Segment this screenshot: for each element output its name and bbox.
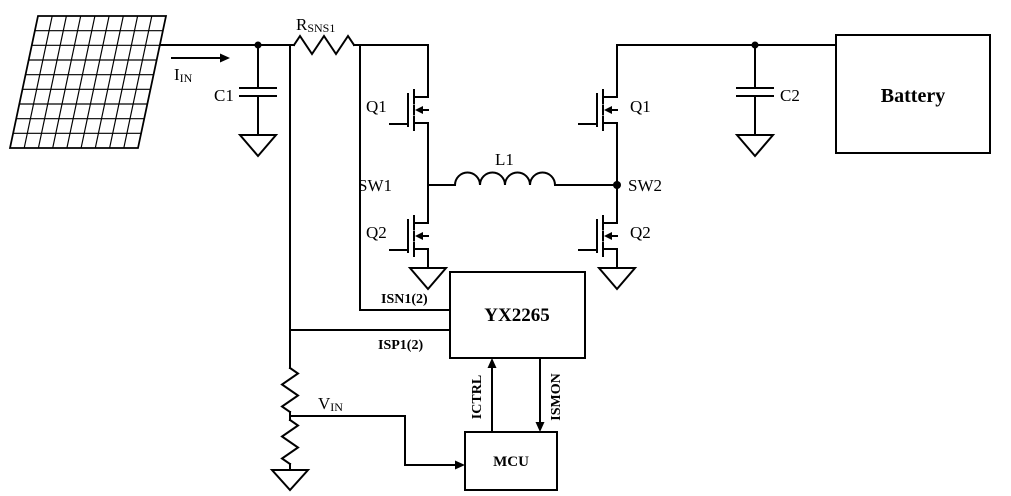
iin-label: IIN (174, 65, 193, 85)
ic-yx2265-box (449, 271, 586, 359)
c1-ground-icon (237, 134, 279, 158)
sw1-label: SW1 (358, 176, 392, 195)
mosfet-q2-right (578, 184, 618, 269)
ismon-label: ISMON (549, 373, 564, 420)
iin-arrowhead-icon (220, 53, 230, 63)
vin-arrowhead-icon (455, 460, 465, 470)
c2-capacitor (736, 44, 774, 136)
l1-inductor (453, 171, 557, 187)
q2-right-ground-icon (596, 267, 638, 291)
isp-sense-wire (289, 44, 451, 369)
ictrl-label: ICTRL (470, 375, 485, 419)
solar-panel-outline (8, 15, 168, 149)
sw2-label: SW2 (628, 176, 662, 195)
rsns1-label: RSNS1 (296, 15, 335, 35)
solar-panel-grid (12, 16, 164, 148)
c1-capacitor (239, 44, 277, 136)
vin-label: VIN (318, 394, 343, 414)
mosfet-q1-left (389, 44, 429, 186)
q1-right-label: Q1 (630, 97, 651, 116)
ictrl-arrowhead-icon (487, 358, 497, 368)
mosfet-q2-left (389, 184, 429, 269)
junction-dot (254, 41, 262, 49)
mosfet-q1-right-body-arrow-icon (604, 106, 612, 114)
isp-pin-label: ISP1(2) (378, 338, 423, 353)
divider-ground-icon (269, 469, 311, 492)
l1-label: L1 (495, 150, 514, 169)
ic-yx2265-label: YX2265 (484, 305, 549, 326)
solar-panel (8, 15, 168, 149)
battery-label: Battery (881, 85, 945, 107)
ismon-arrowhead-icon (535, 422, 545, 432)
isn-sense-wire (359, 44, 451, 311)
mcu-box (464, 431, 558, 491)
q2-left-ground-icon (407, 267, 449, 291)
mosfet-q2-right-body-arrow-icon (604, 232, 612, 240)
mosfet-q2-left-body-arrow-icon (415, 232, 423, 240)
c1-label: C1 (214, 86, 234, 105)
q2-left-label: Q2 (366, 223, 387, 242)
battery-box (835, 34, 991, 154)
q2-right-label: Q2 (630, 223, 651, 242)
rsns1-resistor (292, 34, 356, 56)
vin-tap-wire (289, 415, 457, 466)
mosfet-q1-right (578, 44, 618, 186)
vin-divider-resistor-top (280, 366, 300, 414)
q1-left-label: Q1 (366, 97, 387, 116)
mcu-label: MCU (493, 454, 529, 470)
isn-pin-label: ISN1(2) (381, 292, 428, 307)
c2-ground-icon (734, 134, 776, 158)
vin-divider-resistor-bottom (280, 418, 300, 466)
c2-label: C2 (780, 86, 800, 105)
mosfet-q1-left-body-arrow-icon (415, 106, 423, 114)
